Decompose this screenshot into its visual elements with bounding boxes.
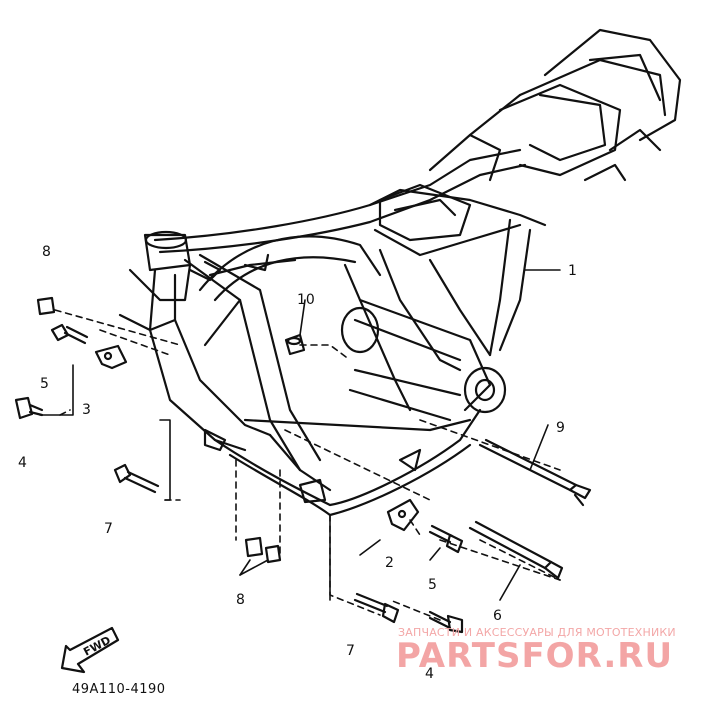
bolt-5-right bbox=[428, 524, 464, 554]
nut-8-top bbox=[36, 296, 56, 316]
callout-5-left: 5 bbox=[40, 376, 49, 392]
bolt-4-bottom bbox=[428, 610, 464, 634]
main-frame bbox=[118, 28, 682, 517]
bolt-6 bbox=[468, 520, 564, 580]
bolt-7-left bbox=[113, 463, 160, 494]
bolt-7-bottom bbox=[353, 592, 400, 624]
callout-10: 10 bbox=[297, 292, 315, 308]
callout-2: 2 bbox=[385, 555, 394, 571]
bolt-4-left bbox=[14, 396, 44, 420]
watermark-brand[interactable]: PARTSFOR.RU bbox=[396, 636, 674, 676]
bolt-9 bbox=[478, 438, 592, 507]
fwd-label: FWD bbox=[81, 634, 113, 659]
callout-4-left: 4 bbox=[18, 455, 27, 471]
nut-10 bbox=[284, 333, 306, 356]
callout-9: 9 bbox=[556, 420, 565, 436]
nut-8-bottom-a bbox=[244, 536, 264, 558]
callout-7-left: 7 bbox=[104, 521, 113, 537]
callout-8-top: 8 bbox=[42, 244, 51, 260]
callout-7-bottom: 7 bbox=[346, 643, 355, 659]
bracket-2 bbox=[386, 498, 420, 532]
watermark-tagline: ЗАПЧАСТИ И АКСЕССУАРЫ ДЛЯ МОТОТЕХНИКИ bbox=[398, 626, 676, 639]
bolt-5-left bbox=[50, 323, 89, 345]
nut-8-bottom-b bbox=[264, 544, 282, 564]
part-code: 49A110-4190 bbox=[72, 682, 166, 697]
bracket-3 bbox=[94, 344, 128, 370]
callout-1: 1 bbox=[568, 263, 577, 279]
callout-3: 3 bbox=[82, 402, 91, 418]
callout-6: 6 bbox=[493, 608, 502, 624]
fwd-arrow-icon bbox=[60, 626, 120, 674]
callout-8-bottom: 8 bbox=[236, 592, 245, 608]
callout-4-bottom: 4 bbox=[425, 666, 434, 682]
callout-5-right: 5 bbox=[428, 577, 437, 593]
